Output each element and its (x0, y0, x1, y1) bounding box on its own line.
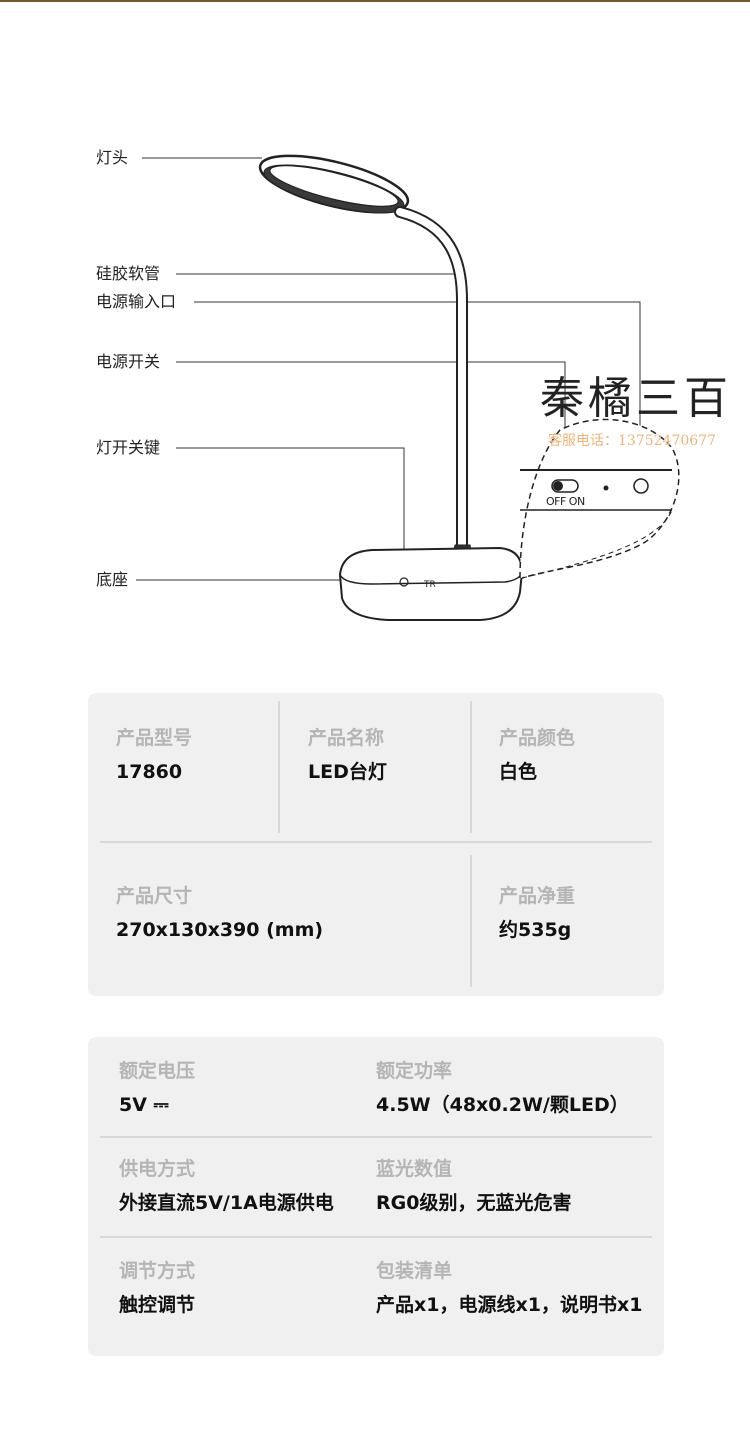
spec-value: 270x130x390 (mm) (116, 919, 324, 941)
spec-label: 产品名称 (308, 727, 385, 749)
lamp-head-shape (258, 154, 410, 214)
divider (470, 855, 472, 987)
spec-value: 5V ⎓ (119, 1094, 169, 1116)
spec-value: 4.5W（48x0.2W/颗LED） (376, 1094, 629, 1116)
watermark-phone: 客服电话：13752470677 (548, 433, 716, 449)
divider (470, 701, 472, 833)
spec-value: 触控调节 (119, 1294, 196, 1316)
spec-label: 额定电压 (119, 1060, 196, 1082)
spec-value: 产品x1，电源线x1，说明书x1 (376, 1294, 643, 1316)
spec-label: 蓝光数值 (376, 1158, 453, 1180)
spec-label: 产品净重 (499, 885, 576, 907)
product-diagram: TR 灯头 硅胶软管 电源输入口 电源开关 灯开关键 底座 OFF ON 秦橘三… (0, 0, 750, 660)
spec-label: 产品颜色 (499, 727, 576, 749)
callout-power-input: 电源输入口 (96, 292, 177, 311)
spec-value: 约535g (499, 919, 572, 941)
callout-lamp-head: 灯头 (96, 148, 129, 167)
callout-power-switch: 电源开关 (96, 352, 161, 371)
watermark-brand: 秦橘三百 (540, 373, 732, 424)
spec-model: 产品型号 17860 (116, 726, 192, 784)
divider (100, 841, 652, 843)
top-rule (0, 0, 750, 2)
spec-value: 外接直流5V/1A电源供电 (119, 1192, 334, 1214)
spec-label: 供电方式 (119, 1158, 196, 1180)
spec-size: 产品尺寸 270x130x390 (mm) (116, 884, 323, 942)
spec-label: 调节方式 (119, 1260, 196, 1282)
spec-value: LED台灯 (308, 761, 387, 783)
spec-label: 产品尺寸 (116, 885, 193, 907)
spec-value: 17860 (116, 761, 183, 783)
spec-panel-electrical: 额定电压 5V ⎓ 额定功率 4.5W（48x0.2W/颗LED） 供电方式 外… (88, 1037, 664, 1356)
spec-power-supply: 供电方式 外接直流5V/1A电源供电 (119, 1157, 334, 1215)
spec-value: 白色 (499, 761, 538, 783)
spec-panel-basic: 产品型号 17860 产品名称 LED台灯 产品颜色 白色 产品尺寸 270x1… (88, 693, 664, 996)
callout-silicone-hose: 硅胶软管 (96, 264, 161, 283)
spec-package-list: 包装清单 产品x1，电源线x1，说明书x1 (376, 1259, 642, 1317)
spec-weight: 产品净重 约535g (499, 884, 575, 942)
spec-color: 产品颜色 白色 (499, 726, 575, 784)
callout-light-switch-key: 灯开关键 (96, 438, 161, 457)
spec-value: RG0级别，无蓝光危害 (376, 1192, 572, 1214)
spec-name: 产品名称 LED台灯 (308, 726, 387, 784)
switch-off-on-label: OFF ON (546, 495, 585, 508)
spec-label: 包装清单 (376, 1260, 453, 1282)
spec-rated-voltage: 额定电压 5V ⎓ (119, 1059, 195, 1117)
spec-rated-power: 额定功率 4.5W（48x0.2W/颗LED） (376, 1059, 629, 1117)
spec-label: 额定功率 (376, 1060, 453, 1082)
switch-detail-callout (519, 418, 680, 579)
spec-blue-light: 蓝光数值 RG0级别，无蓝光危害 (376, 1157, 571, 1215)
lamp-illustration: TR (136, 154, 680, 621)
spec-label: 产品型号 (116, 727, 193, 749)
svg-text:TR: TR (423, 580, 436, 590)
spec-adjustment: 调节方式 触控调节 (119, 1259, 195, 1317)
callout-base: 底座 (96, 570, 129, 589)
divider (278, 701, 280, 833)
divider (100, 1136, 652, 1138)
divider (100, 1236, 652, 1238)
